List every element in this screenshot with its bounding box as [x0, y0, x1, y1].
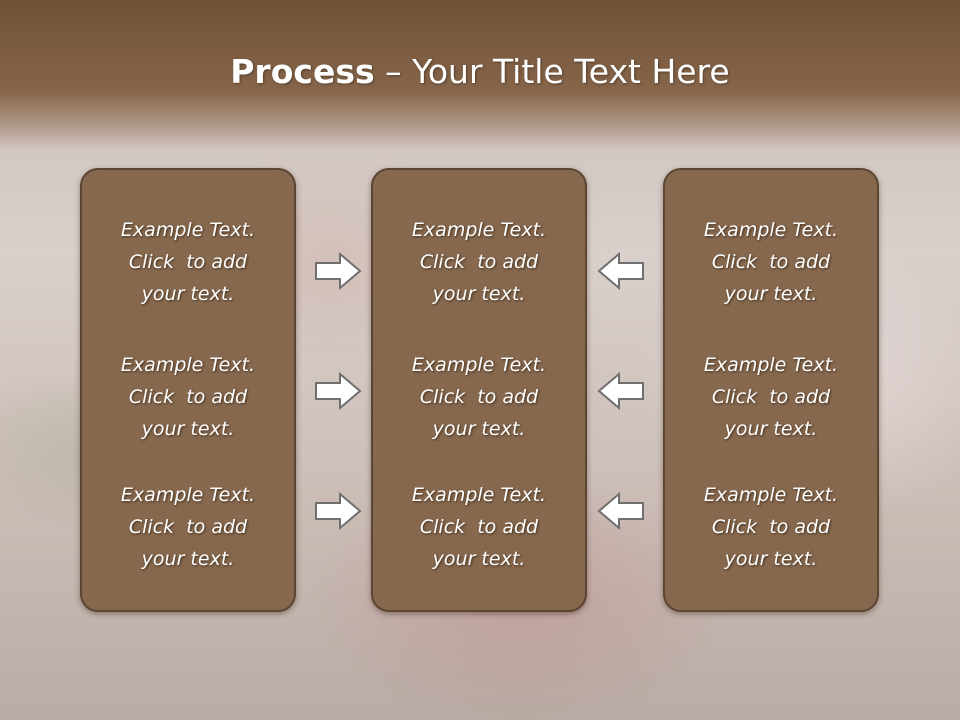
- text-line: your text.: [724, 548, 818, 570]
- text-line: Example Text.: [411, 219, 547, 241]
- text-line: your text.: [141, 283, 235, 305]
- arrow-left-icon: [597, 371, 644, 411]
- arrow-right-icon: [315, 491, 362, 531]
- text-line: Click to add: [419, 516, 539, 538]
- text-line: Click to add: [419, 386, 539, 408]
- box-text[interactable]: Example Text. Click to add your text.: [373, 479, 585, 575]
- text-line: Example Text.: [703, 484, 839, 506]
- text-line: Example Text.: [120, 484, 256, 506]
- box-text[interactable]: Example Text. Click to add your text.: [665, 479, 877, 575]
- process-box-right[interactable]: Example Text. Click to add your text. Ex…: [663, 168, 879, 612]
- text-line: your text.: [432, 548, 526, 570]
- title-rest: – Your Title Text Here: [374, 52, 730, 91]
- arrow-right-icon: [315, 371, 362, 411]
- text-line: Click to add: [419, 251, 539, 273]
- box-text[interactable]: Example Text. Click to add your text.: [665, 214, 877, 310]
- text-line: Example Text.: [703, 219, 839, 241]
- arrow-right-icon: [315, 251, 362, 291]
- text-line: your text.: [724, 418, 818, 440]
- text-line: Click to add: [128, 516, 248, 538]
- text-line: your text.: [141, 548, 235, 570]
- process-box-center[interactable]: Example Text. Click to add your text. Ex…: [371, 168, 587, 612]
- slide-title[interactable]: Process – Your Title Text Here: [0, 52, 960, 91]
- text-line: Click to add: [128, 386, 248, 408]
- arrow-left-icon: [597, 491, 644, 531]
- text-line: Click to add: [711, 386, 831, 408]
- title-bar: [0, 0, 960, 150]
- text-line: your text.: [432, 283, 526, 305]
- text-line: Example Text.: [411, 354, 547, 376]
- text-line: Example Text.: [703, 354, 839, 376]
- text-line: Example Text.: [120, 354, 256, 376]
- text-line: your text.: [141, 418, 235, 440]
- box-text[interactable]: Example Text. Click to add your text.: [82, 214, 294, 310]
- box-text[interactable]: Example Text. Click to add your text.: [82, 349, 294, 445]
- title-bold: Process: [230, 52, 375, 91]
- box-text[interactable]: Example Text. Click to add your text.: [373, 214, 585, 310]
- arrow-left-icon: [597, 251, 644, 291]
- text-line: your text.: [724, 283, 818, 305]
- text-line: Click to add: [711, 251, 831, 273]
- box-text[interactable]: Example Text. Click to add your text.: [373, 349, 585, 445]
- box-text[interactable]: Example Text. Click to add your text.: [665, 349, 877, 445]
- text-line: Example Text.: [120, 219, 256, 241]
- box-text[interactable]: Example Text. Click to add your text.: [82, 479, 294, 575]
- process-box-left[interactable]: Example Text. Click to add your text. Ex…: [80, 168, 296, 612]
- text-line: Example Text.: [411, 484, 547, 506]
- text-line: your text.: [432, 418, 526, 440]
- text-line: Click to add: [711, 516, 831, 538]
- text-line: Click to add: [128, 251, 248, 273]
